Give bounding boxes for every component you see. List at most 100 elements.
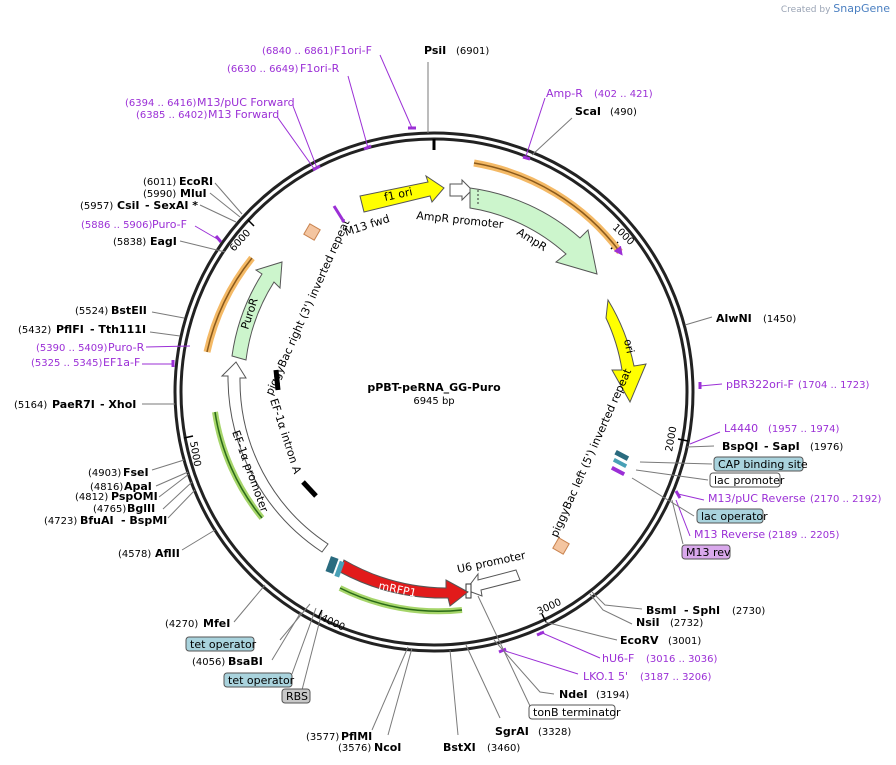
site-ecorv[interactable]: EcoRV (3001) [544, 621, 701, 647]
svg-text:(3460): (3460) [487, 743, 520, 754]
site-mfei[interactable]: MfeI (4270) [165, 584, 266, 630]
primer-lko1-5[interactable]: LKO.1 5' (3187 .. 3206) [498, 647, 712, 683]
label-lac-operator[interactable]: lac operator [631, 477, 768, 524]
svg-text:(5524): (5524) [75, 306, 108, 317]
svg-text:- SphI: - SphI [684, 604, 720, 617]
svg-text:- XhoI: - XhoI [100, 398, 136, 411]
svg-text:(402 .. 421): (402 .. 421) [594, 89, 653, 100]
site-sgrai[interactable]: SgrAI (3328) [465, 644, 571, 738]
site-bspqi[interactable]: BspQI - SapI (1976) [686, 440, 843, 453]
feature-piggybac-left-ir[interactable]: piggyBac left (5') inverted repeat [548, 366, 635, 539]
svg-text:MluI: MluI [180, 187, 207, 200]
label-m13-rev[interactable]: M13 rev [671, 499, 731, 560]
label-tonb-terminator[interactable]: tonB terminator [477, 595, 621, 720]
site-eagi[interactable]: EagI (5838) [113, 235, 226, 253]
ef1a-promoter-band-line [214, 411, 263, 519]
svg-text:EcoRV: EcoRV [620, 634, 659, 647]
primer-ef1a-f[interactable]: EF1a-F (5325 .. 5345) [31, 356, 175, 369]
svg-text:tet operator: tet operator [228, 674, 295, 687]
svg-text:EF-1α intron A: EF-1α intron A [267, 397, 304, 476]
svg-text:RBS: RBS [286, 690, 308, 703]
svg-text:PspOMI: PspOMI [111, 490, 158, 503]
svg-text:(5325 .. 5345): (5325 .. 5345) [31, 358, 103, 369]
ruler-tick: 5000 [183, 435, 202, 468]
primer-pbr322ori-f[interactable]: pBR322ori-F (1704 .. 1723) [698, 378, 870, 391]
primer-m13-puc-reverse[interactable]: M13/pUC Reverse (2170 .. 2192) [674, 490, 882, 505]
site-bstxi[interactable]: BstXI (3460) [443, 649, 520, 754]
label-tet-operator-1[interactable]: tet operator [185, 603, 311, 652]
backbone-outer-ring [173, 131, 695, 653]
plasmid-name: pPBT-peRNA_GG-Puro [367, 381, 501, 394]
site-pflmi[interactable]: PflMI (3577) [306, 646, 409, 743]
snapgene-brand: SnapGene [833, 2, 890, 15]
primer-m13-puc-forward[interactable]: M13/pUC Forward (6394 .. 6416) [125, 96, 321, 172]
svg-text:F1ori-R: F1ori-R [300, 62, 340, 75]
site-bsteii[interactable]: BstEII (5524) [75, 304, 185, 319]
site-fsei[interactable]: FseI (4903) [88, 459, 185, 479]
feature-u6-promoter[interactable]: U6 promoter [456, 549, 527, 599]
svg-text:- Tth111I: - Tth111I [90, 323, 146, 336]
primer-m13-forward[interactable]: M13 Forward (6385 .. 6402) [136, 108, 316, 171]
svg-text:CAP binding site: CAP binding site [718, 458, 808, 471]
label-lac-promoter[interactable]: lac promoter [635, 469, 785, 488]
svg-text:PflFI: PflFI [56, 323, 84, 336]
svg-text:SgrAI: SgrAI [495, 725, 529, 738]
site-bfuai[interactable]: BfuAI - BspMI (4723) [44, 489, 196, 527]
feature-f1-ori[interactable]: f1 ori [359, 174, 445, 213]
site-pflfi[interactable]: PflFI - Tth111I (5432) [18, 323, 181, 337]
site-apai[interactable]: ApaI (4816) [90, 471, 189, 493]
svg-text:(5990): (5990) [143, 189, 176, 200]
primer-amp-r[interactable]: Amp-R (402 .. 421) [522, 87, 653, 161]
svg-text:EF1a-F: EF1a-F [103, 356, 140, 369]
primer-puro-f[interactable]: Puro-F (5886 .. 5906) [81, 218, 223, 243]
svg-text:BsaBI: BsaBI [228, 655, 263, 668]
svg-text:(6394 .. 6416): (6394 .. 6416) [125, 98, 197, 109]
feature-mrfp1[interactable]: mRFP1 [325, 556, 469, 607]
site-ncoi[interactable]: NcoI (3576) [338, 647, 413, 754]
svg-text:- SexAI *: - SexAI * [145, 199, 198, 212]
site-ecori[interactable]: EcoRI (6011) [143, 175, 243, 215]
feature-piggybac-right-ir[interactable]: piggyBac right (3') inverted repeat [263, 217, 353, 397]
site-nsii[interactable]: NsiI (2732) [589, 593, 703, 629]
site-csii[interactable]: CsiI - SexAI * (5957) [80, 199, 237, 223]
svg-text:MfeI: MfeI [203, 617, 230, 630]
primer-hu6-f[interactable]: hU6-F (3016 .. 3036) [536, 630, 718, 665]
svg-text:M13 Forward: M13 Forward [208, 108, 279, 121]
site-alwni[interactable]: AlwNI (1450) [684, 312, 796, 326]
primer-f1ori-r[interactable]: F1ori-R (6630 .. 6649) [227, 62, 372, 151]
svg-text:CsiI: CsiI [117, 199, 139, 212]
site-pspomi[interactable]: PspOMI (4812) [75, 473, 190, 503]
primer-f1ori-f[interactable]: F1ori-F (6840 .. 6861) [262, 44, 416, 130]
feature-ampr[interactable]: AmpR [469, 187, 598, 275]
site-aflii[interactable]: AflII (4578) [118, 529, 216, 560]
svg-text:(2732): (2732) [670, 618, 703, 629]
site-scai[interactable]: ScaI (490) [531, 105, 637, 156]
primer-l4440[interactable]: L4440 (1957 .. 1974) [689, 422, 840, 445]
feature-ori[interactable]: ori [605, 298, 647, 404]
svg-text:lac promoter: lac promoter [714, 474, 785, 487]
site-ndei[interactable]: NdeI (3194) [493, 639, 629, 701]
label-cap-binding-site[interactable]: CAP binding site [639, 456, 808, 472]
primer-puro-r[interactable]: Puro-R (5390 .. 5409) [36, 341, 191, 354]
svg-text:(1957 .. 1974): (1957 .. 1974) [768, 424, 840, 435]
svg-text:(5957): (5957) [80, 201, 113, 212]
svg-text:NcoI: NcoI [374, 741, 401, 754]
svg-text:PaeR7I: PaeR7I [52, 398, 95, 411]
label-rbs[interactable]: RBS [281, 611, 323, 704]
svg-text:M13 rev: M13 rev [686, 546, 731, 559]
svg-text:(4816): (4816) [90, 482, 123, 493]
svg-text:M13 fwd: M13 fwd [343, 212, 391, 239]
site-paer7i[interactable]: PaeR7I - XhoI (5164) [14, 398, 175, 411]
site-mlui[interactable]: MluI (5990) [143, 187, 241, 218]
label-tet-operator-2[interactable]: tet operator [223, 607, 317, 688]
svg-text:(4578): (4578) [118, 549, 151, 560]
site-bsmi[interactable]: BsmI - SphI (2730) [591, 591, 765, 617]
svg-text:lac operator: lac operator [701, 510, 768, 523]
site-bglii[interactable]: BglII (4765) [93, 481, 193, 515]
svg-text:F1ori-F: F1ori-F [334, 44, 372, 57]
site-psii[interactable]: PsiI (6901) [424, 44, 489, 133]
svg-text:Amp-R: Amp-R [546, 87, 583, 100]
svg-text:BfuAI: BfuAI [80, 514, 114, 527]
